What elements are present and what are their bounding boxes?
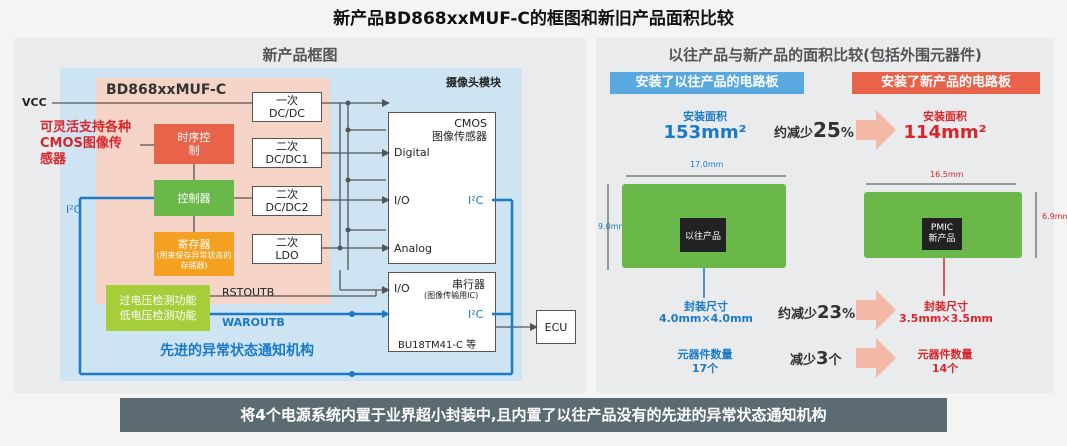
- area-reduction-unit: %: [840, 126, 854, 141]
- digital-label: Digital: [394, 146, 430, 159]
- new-pkg-label: 封装尺寸: [924, 300, 968, 313]
- register-block: 寄存器 (用来保存异常状态的存储器): [154, 232, 234, 276]
- analog-label: Analog: [394, 242, 433, 255]
- diagram-wires: [52, 99, 538, 377]
- i2c-sensor-label: I²C: [468, 194, 484, 207]
- comparison-title: 以往产品与新产品的面积比较(包括外围元器件): [668, 46, 982, 64]
- advanced-label: 先进的异常状态通知机构: [160, 343, 314, 359]
- pkg-reduction-num: 23: [817, 302, 843, 323]
- controller-block: 控制器: [154, 180, 234, 216]
- new-parts-value: 14个: [931, 362, 959, 375]
- pkg-reduction-unit: %: [842, 307, 856, 322]
- new-board-tag: 安装了新产品的电路板: [852, 72, 1040, 94]
- serializer-part: BU18TM41-C 等: [398, 340, 477, 351]
- new-area-value: 114mm²: [903, 122, 987, 143]
- waroutb-label: WAROUTB: [222, 316, 285, 329]
- serializer-i2c: I²C: [468, 308, 484, 321]
- new-area-label: 安装面积: [923, 110, 967, 123]
- old-area-value: 153mm²: [663, 122, 747, 143]
- new-parts-label: 元器件数量: [917, 348, 973, 361]
- old-parts-value: 17个: [691, 362, 719, 375]
- comparison-arrows: [607, 110, 1037, 378]
- camera-module-label: 摄像头模块: [446, 76, 501, 89]
- pkg-reduction: 约减少23%: [778, 302, 855, 323]
- io-label: I/O: [394, 194, 410, 207]
- voltage-detector-block: 过电压检测功能 低电压检测功能: [106, 285, 210, 331]
- old-width-label: 17.0mm: [690, 160, 724, 169]
- old-height-label: 9.0mm: [598, 222, 627, 231]
- cmos-title: CMOS 图像传感器: [432, 117, 487, 143]
- serializer-sub: (图像传输用IC): [424, 291, 479, 300]
- serializer-block: [388, 272, 496, 352]
- block-diagram-title: 新产品框图: [262, 46, 338, 64]
- feature-note: 可灵活支持各种CMOS图像传感器: [40, 120, 132, 167]
- new-width-label: 16.5mm: [930, 170, 964, 179]
- serializer-title: 串行器: [452, 278, 485, 291]
- summary-banner: 将4个电源系统内置于业界超小封装中,且内置了以往产品没有的先进的异常状态通知机构: [120, 398, 947, 432]
- area-reduction: 约减少25%: [774, 118, 854, 142]
- vcc-label: VCC: [22, 96, 47, 109]
- parts-reduction-unit: 个: [828, 353, 842, 368]
- old-parts-label: 元器件数量: [677, 348, 733, 361]
- dcdc-primary-block: 一次 DC/DC: [252, 92, 322, 122]
- dcdc2-block: 二次 DC/DC2: [252, 186, 322, 216]
- new-chip: PMIC 新产品: [922, 218, 962, 250]
- new-pkg-value: 3.5mm×3.5mm: [898, 312, 994, 325]
- page-title: 新产品BD868xxMUF-C的框图和新旧产品面积比较: [333, 9, 734, 29]
- parts-reduction: 减少3个: [790, 348, 842, 369]
- parts-reduction-pre: 减少: [790, 353, 817, 368]
- old-area-label: 安装面积: [683, 110, 727, 123]
- new-height-label: 6.9mm: [1042, 212, 1067, 221]
- i2c-left-label: I²C: [66, 203, 82, 216]
- ldo-block: 二次 LDO: [252, 234, 322, 264]
- serializer-io: I/O: [394, 282, 410, 295]
- timing-block: 时序控制: [154, 124, 234, 164]
- parts-reduction-num: 3: [816, 348, 829, 369]
- old-pkg-label: 封装尺寸: [684, 300, 728, 313]
- pmic-name: BD868xxMUF-C: [106, 82, 227, 98]
- old-chip: 以往产品: [680, 218, 726, 252]
- register-title: 寄存器: [177, 237, 211, 251]
- register-sub: (用来保存异常状态的存储器): [156, 250, 232, 270]
- voltage-detector-text: 过电压检测功能 低电压检测功能: [119, 294, 197, 322]
- dcdc1-block: 二次 DC/DC1: [252, 138, 322, 168]
- area-reduction-num: 25: [813, 118, 841, 142]
- timing-text: 时序控制: [177, 131, 211, 157]
- old-pkg-value: 4.0mm×4.0mm: [658, 312, 754, 325]
- pkg-reduction-pre: 约减少: [778, 307, 818, 322]
- cmos-sensor-block: CMOS 图像传感器: [388, 112, 496, 264]
- old-board-tag: 安装了以往产品的电路板: [610, 72, 804, 94]
- area-reduction-pre: 约减少: [774, 126, 814, 141]
